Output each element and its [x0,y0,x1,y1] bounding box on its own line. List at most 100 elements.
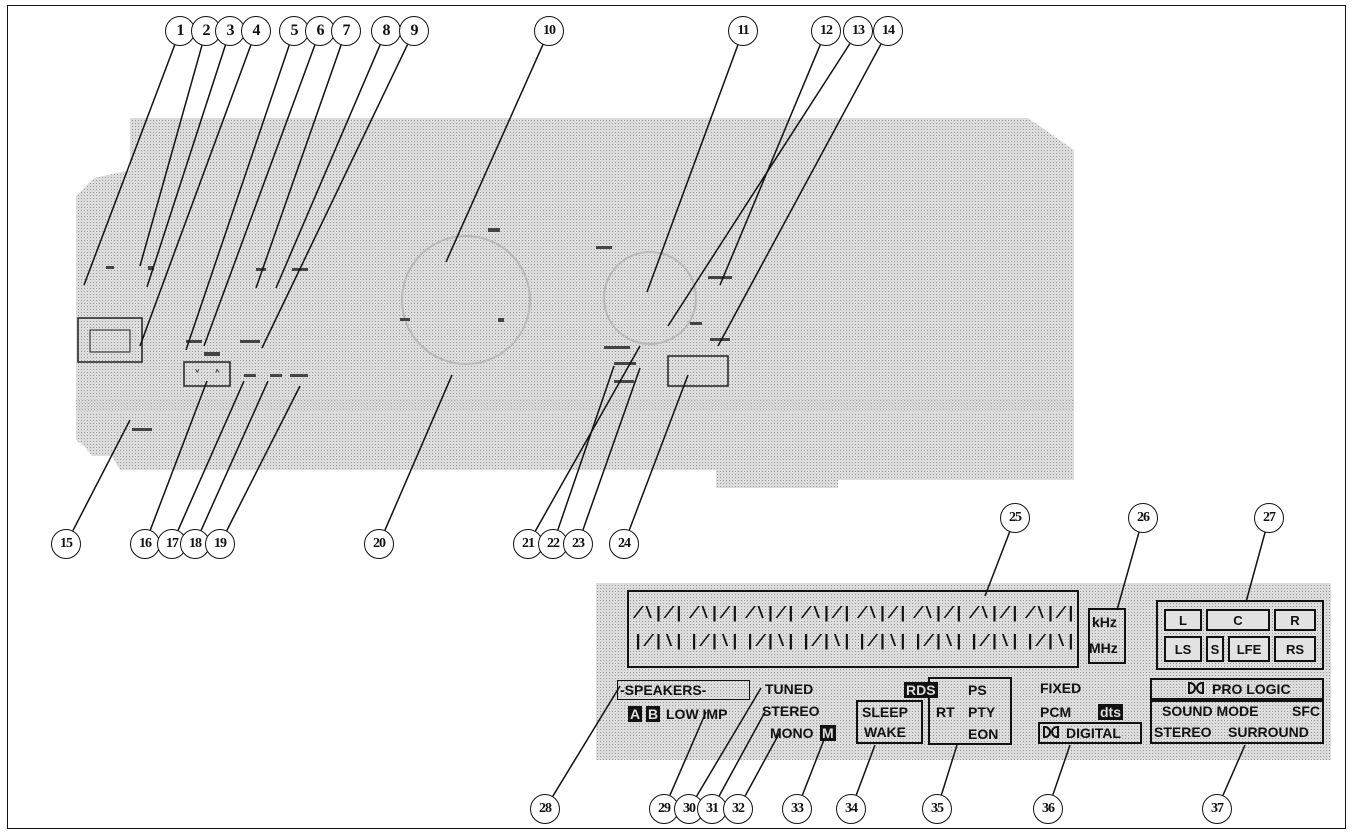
speaker-b-indicator: B [646,706,661,722]
character-display-box [627,590,1079,668]
low-imp-indicator: LOW IMP [666,706,728,722]
front-display-window [667,355,729,387]
leader-line-10 [445,44,544,263]
leader-line-13 [667,43,851,327]
leader-line-17 [177,380,245,531]
leader-line-25 [984,531,1011,597]
char-digit-top: /\|/| [689,605,741,624]
khz-indicator: kHz [1092,614,1117,630]
fixed-indicator: FIXED [1040,680,1082,696]
char-digit-bottom: |/|\| [745,633,797,652]
leader-line-9 [261,44,409,349]
callout-19: 19 [205,529,235,559]
leader-line-14 [717,43,882,347]
char-digit-top: /\|/| [801,605,853,624]
callout-34: 34 [836,794,866,824]
char-digit-bottom: |/|\| [1025,633,1077,652]
leader-line-24 [628,374,689,531]
char-digit-top: /\|/| [745,605,797,624]
char-digit-bottom: |/|\| [913,633,965,652]
sfc-indicator: SFC [1292,703,1320,719]
leader-line-35 [940,744,958,795]
callout-7: 7 [331,16,361,46]
leader-line-4 [139,44,252,347]
char-digit-top: /\|/| [633,605,685,624]
channel-ls: LS [1164,636,1202,662]
leader-line-22 [557,365,615,531]
sleep-wake-box [856,700,923,744]
leader-line-32 [744,731,781,797]
leader-line-7 [255,44,342,289]
char-digit-top: /\|/| [1025,605,1077,624]
callout-15: 15 [51,529,81,559]
pro-logic-box [1150,678,1324,700]
callout-16: 16 [130,529,160,559]
surround-indicator: SURROUND [1228,724,1309,740]
stereo-indicator: STEREO [762,703,820,719]
leader-line-18 [200,380,269,531]
rds-indicator: RDS [904,682,938,698]
leader-line-36 [1052,744,1071,796]
leader-line-11 [646,44,739,293]
speaker-a-indicator: A [628,706,643,722]
wake-indicator: WAKE [864,724,906,740]
leader-line-5 [185,44,290,351]
pro-logic-indicator: PRO LOGIC [1212,681,1291,697]
dolby-pro-logic-logo [1188,681,1204,697]
callout-27: 27 [1254,503,1284,533]
callout-14: 14 [873,16,903,46]
callout-4: 4 [241,16,271,46]
speakers-indicator: -SPEAKERS- [620,682,707,698]
channel-c: C [1206,609,1270,631]
char-digit-bottom: |/|\| [689,633,741,652]
selector-buttons [183,361,231,387]
leader-line-16 [149,380,208,531]
sleep-indicator: SLEEP [862,704,908,720]
callout-5: 5 [279,16,309,46]
callout-1: 1 [165,16,195,46]
leader-line-3 [146,45,227,288]
channel-indicator-box [1156,600,1324,670]
channel-r: R [1274,609,1316,631]
leader-line-19 [226,385,301,531]
callout-6: 6 [305,16,335,46]
leader-line-23 [582,367,641,531]
char-digit-bottom: |/|\| [633,633,685,652]
callout-26: 26 [1128,503,1158,533]
tuned-indicator: TUNED [765,681,814,697]
frequency-unit-box [1088,608,1126,664]
callout-3: 3 [215,16,245,46]
char-digit-top: /\|/| [969,605,1021,624]
leader-line-27 [1245,532,1266,603]
char-digit-bottom: |/|\| [801,633,853,652]
leader-line-15 [72,419,131,532]
leader-line-31 [718,711,766,797]
rt-indicator: RT [936,704,955,720]
channel-lfe: LFE [1228,636,1270,662]
sound-mode-box [1150,700,1324,744]
char-digit-bottom: |/|\| [969,633,1021,652]
callout-20: 20 [364,529,394,559]
leader-line-34 [855,744,876,796]
digital-box [1038,722,1142,744]
stereo-mode-indicator: STEREO [1154,724,1212,740]
callout-8: 8 [371,16,401,46]
leader-line-26 [1116,532,1140,611]
memory-indicator: M [820,725,836,741]
ps-indicator: PS [968,682,987,698]
leader-line-20 [384,374,453,531]
callout-12: 12 [811,16,841,46]
callout-9: 9 [399,16,429,46]
digital-indicator: DIGITAL [1066,725,1121,741]
mhz-indicator: MHz [1089,640,1118,656]
leader-line-8 [275,44,381,289]
callout-32: 32 [723,794,753,824]
leader-line-28 [552,685,621,797]
callout-35: 35 [922,794,952,824]
callout-13: 13 [843,16,873,46]
char-digit-bottom: |/|\| [857,633,909,652]
callout-25: 25 [1000,503,1030,533]
dolby-digital-logo [1043,725,1062,741]
leader-line-6 [203,44,316,347]
